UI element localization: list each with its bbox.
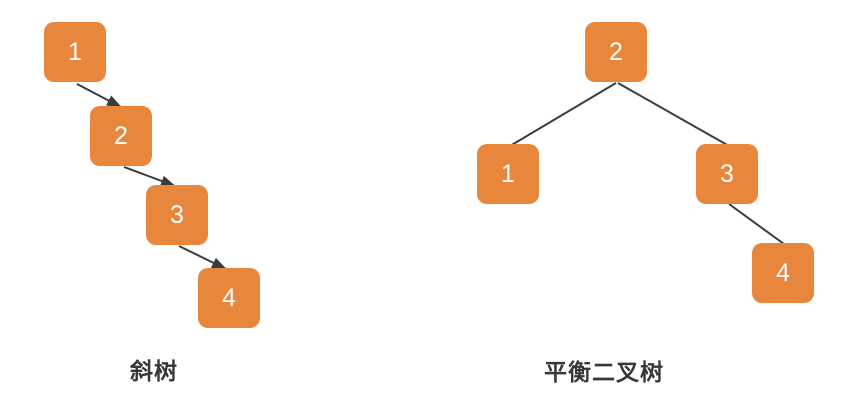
- balanced-tree-node-1: 1: [477, 144, 539, 204]
- edge-balanced-3-to-4: [728, 203, 785, 245]
- node-label: 2: [114, 121, 128, 150]
- balanced-tree-caption: 平衡二叉树: [544, 359, 664, 385]
- node-label: 3: [720, 159, 734, 188]
- edge-balanced-2-to-1: [509, 82, 617, 147]
- edge-skewed-2-to-3: [123, 166, 176, 187]
- node-label: 1: [68, 37, 82, 66]
- edge-skewed-1-to-2: [76, 83, 122, 108]
- node-label: 2: [609, 37, 623, 66]
- balanced-tree-node-4: 4: [752, 243, 814, 303]
- skewed-tree-node-3: 3: [146, 185, 208, 245]
- skewed-tree-caption: 斜树: [130, 358, 178, 384]
- balanced-tree-node-3: 3: [696, 144, 758, 204]
- skewed-tree-node-1: 1: [44, 22, 106, 82]
- node-label: 4: [222, 283, 236, 312]
- skewed-tree-node-4: 4: [198, 268, 260, 328]
- node-label: 3: [170, 200, 184, 229]
- balanced-tree-node-2: 2: [585, 22, 647, 82]
- edge-skewed-3-to-4: [178, 245, 227, 270]
- node-label: 1: [501, 159, 515, 188]
- skewed-tree-node-2: 2: [90, 106, 152, 166]
- edge-balanced-2-to-3: [617, 82, 730, 147]
- node-label: 4: [776, 258, 790, 287]
